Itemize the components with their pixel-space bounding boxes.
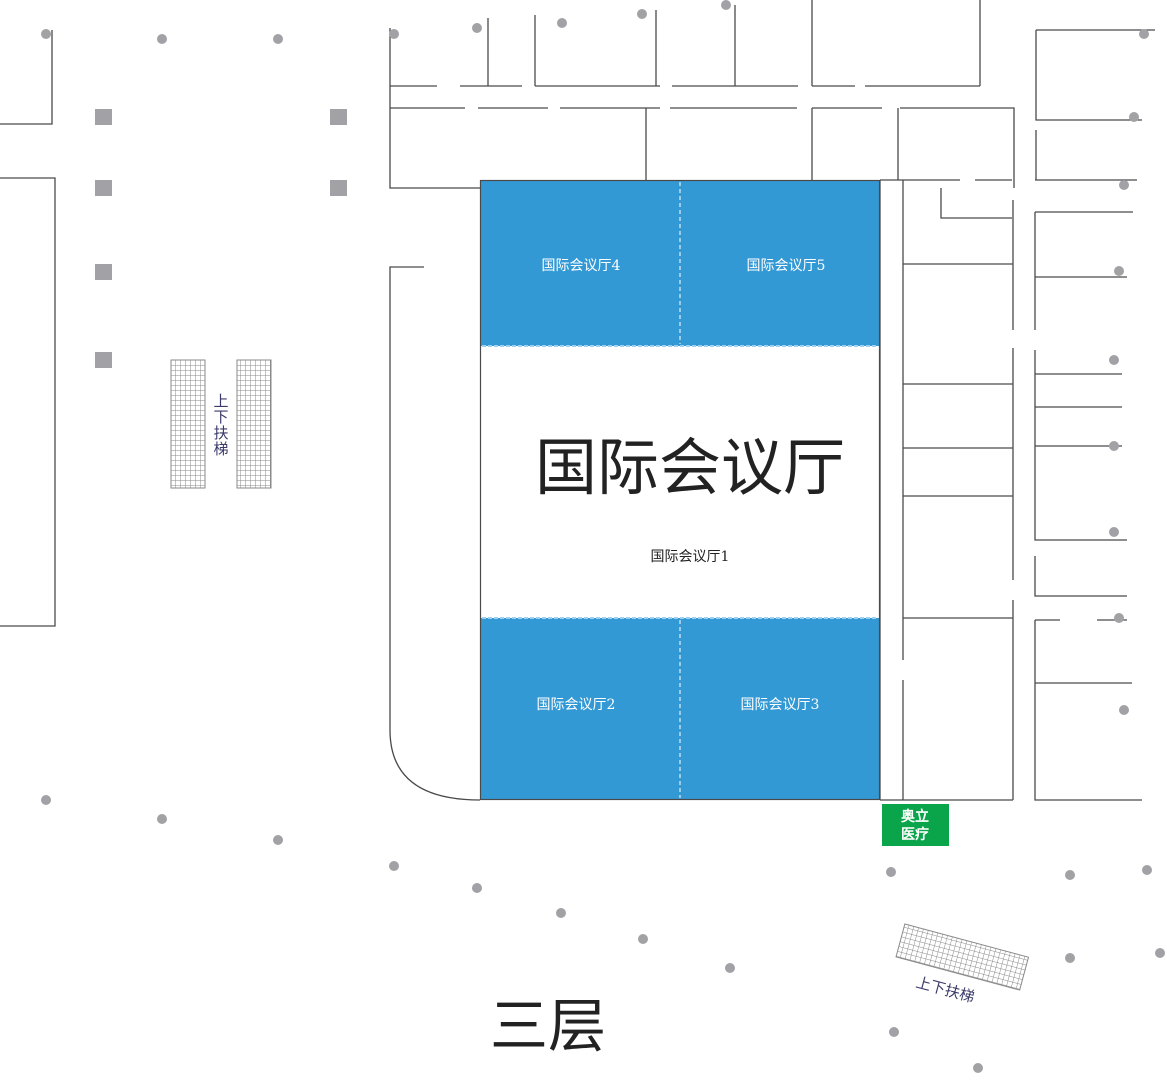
hall-blocks bbox=[479, 179, 881, 801]
svg-text:梯: 梯 bbox=[213, 440, 228, 458]
escalator-bottom-right[interactable]: 上下扶梯 bbox=[889, 923, 1030, 1017]
square-pillars bbox=[95, 109, 347, 368]
escalator-left[interactable] bbox=[170, 359, 272, 489]
svg-text:下: 下 bbox=[213, 408, 228, 426]
round-pillars bbox=[41, 0, 1165, 1073]
walls bbox=[0, 0, 1155, 801]
escalator-bottom-right-label: 上下扶梯 bbox=[914, 973, 977, 1006]
hall-1-label[interactable]: 国际会议厅1 bbox=[651, 549, 730, 565]
svg-text:扶: 扶 bbox=[213, 424, 228, 442]
floor-label: 三层 bbox=[490, 992, 606, 1060]
main-hall-title: 国际会议厅 bbox=[535, 431, 845, 504]
svg-text:奥立: 奥立 bbox=[901, 808, 929, 825]
medical-station[interactable]: 奥立 医疗 bbox=[882, 804, 949, 846]
hall-3-label[interactable]: 国际会议厅3 bbox=[741, 697, 820, 713]
hall-4-label[interactable]: 国际会议厅4 bbox=[542, 258, 621, 274]
hall-5-label[interactable]: 国际会议厅5 bbox=[747, 258, 826, 274]
svg-text:上: 上 bbox=[213, 392, 228, 410]
hall-2-label[interactable]: 国际会议厅2 bbox=[537, 697, 616, 713]
svg-text:医疗: 医疗 bbox=[901, 826, 929, 843]
escalator-left-label: 上 下 扶 梯 bbox=[213, 392, 228, 458]
